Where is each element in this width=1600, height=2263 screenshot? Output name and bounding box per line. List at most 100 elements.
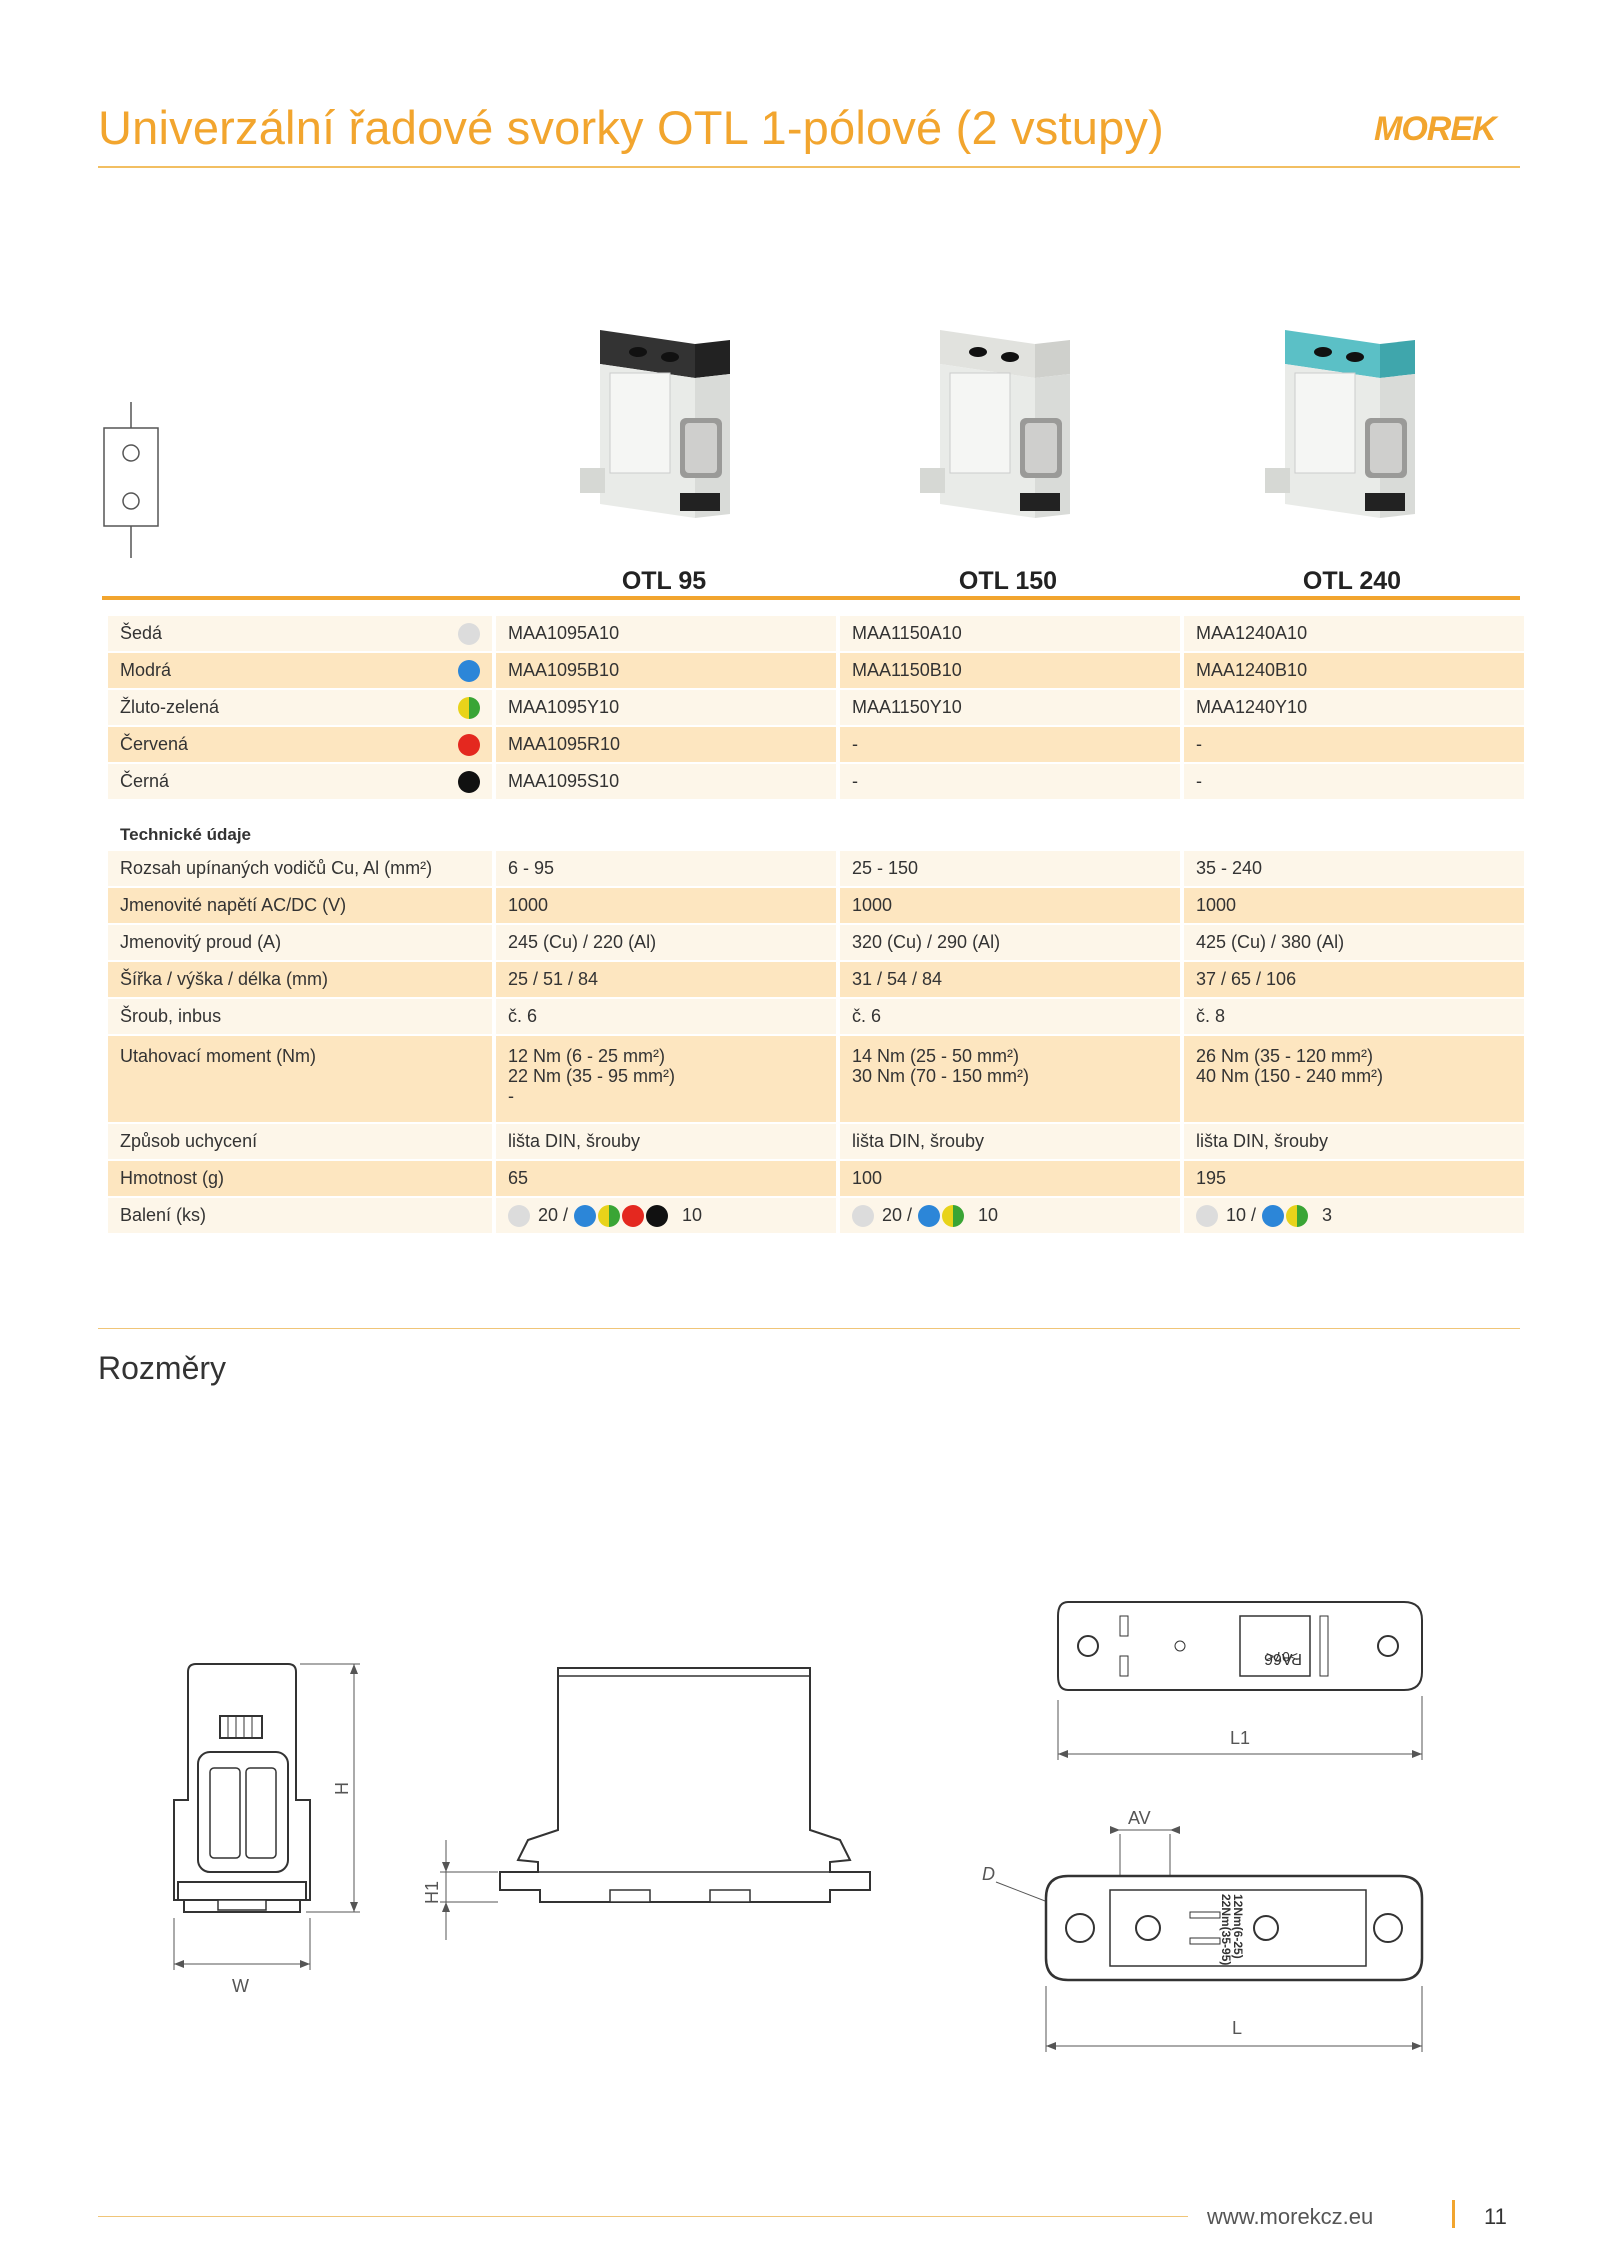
spec-value: 31 / 54 / 84 (840, 962, 1180, 997)
yellow-green-color-dot-icon (458, 696, 480, 719)
spec-value: 35 - 240 (1184, 851, 1524, 886)
table-row: Červená MAA1095R10 - - (108, 727, 1524, 762)
dim-label-h: H (332, 1782, 352, 1795)
column-header-otl240: OTL 240 (1302, 567, 1402, 595)
blue-color-dot-icon (574, 1204, 597, 1227)
row-label: Způsob uchycení (108, 1124, 492, 1159)
plate-text-2: 22Nm(35-95) (1219, 1894, 1233, 1965)
dim-label-l1: L1 (1230, 1728, 1250, 1748)
bottom-view-drawing: AV D 12Nm(6-25) 22Nm(35-95) L (982, 1808, 1424, 2052)
order-code: MAA1150A10 (840, 616, 1180, 651)
terminal-symbol-icon (103, 402, 159, 558)
spec-value: lišta DIN, šrouby (1184, 1124, 1524, 1159)
row-label: Šířka / výška / délka (mm) (108, 962, 492, 997)
order-code: - (840, 764, 1180, 799)
row-label: Balení (ks) (108, 1198, 492, 1233)
spec-value: 425 (Cu) / 380 (Al) (1184, 925, 1524, 960)
recycle-stamp: >07< (1266, 1649, 1298, 1665)
dim-label-h1: H1 (422, 1881, 442, 1904)
row-label: Rozsah upínaných vodičů Cu, Al (mm²) (108, 851, 492, 886)
table-row: Jmenovitý proud (A) 245 (Cu) / 220 (Al) … (108, 925, 1524, 960)
footer-separator (1452, 2200, 1455, 2228)
black-color-dot-icon (458, 770, 480, 793)
plate-text-1: 12Nm(6-25) (1231, 1894, 1245, 1959)
order-code: MAA1095Y10 (496, 690, 836, 725)
dim-label-w: W (232, 1976, 249, 1996)
footer-website-link[interactable]: www.morekcz.eu (1207, 2204, 1374, 2229)
row-label: Šroub, inbus (108, 999, 492, 1034)
product-image-otl95 (580, 330, 730, 518)
dim-label-d: D (982, 1864, 995, 1884)
spec-value: lišta DIN, šrouby (840, 1124, 1180, 1159)
table-row: Způsob uchycení lišta DIN, šrouby lišta … (108, 1124, 1524, 1159)
row-label: Jmenovitý proud (A) (108, 925, 492, 960)
packing-cell: 20 / 10 (840, 1198, 1180, 1233)
spec-value: lišta DIN, šrouby (496, 1124, 836, 1159)
dim-label-l: L (1232, 2018, 1242, 2038)
spec-value: 25 - 150 (840, 851, 1180, 886)
page-title: Univerzální řadové svorky OTL 1-pólové (… (98, 101, 1164, 154)
table-row: Rozsah upínaných vodičů Cu, Al (mm²) 6 -… (108, 851, 1524, 886)
table-row: Šroub, inbus č. 6 č. 6 č. 8 (108, 999, 1524, 1034)
order-code: - (1184, 764, 1524, 799)
spec-value: 195 (1184, 1161, 1524, 1196)
grey-color-dot-icon (1196, 1204, 1218, 1227)
spec-value: 1000 (1184, 888, 1524, 923)
table-row: Hmotnost (g) 65 100 195 (108, 1161, 1524, 1196)
yellow-green-color-dot-icon (598, 1204, 621, 1227)
footer-rule (98, 2216, 1188, 2217)
red-color-dot-icon (622, 1204, 645, 1227)
order-code: MAA1240B10 (1184, 653, 1524, 688)
blue-color-dot-icon (458, 659, 480, 682)
tech-heading: Technické údaje (108, 801, 492, 849)
row-label: Červená (120, 734, 189, 754)
logo-text: MOREK (1374, 110, 1499, 148)
order-code: MAA1095B10 (496, 653, 836, 688)
packing-cell: 20 / 10 (496, 1198, 836, 1233)
table-row: Modrá MAA1095B10 MAA1150B10 MAA1240B10 (108, 653, 1524, 688)
spec-value: 1000 (840, 888, 1180, 923)
spec-value: 320 (Cu) / 290 (Al) (840, 925, 1180, 960)
spec-value: 245 (Cu) / 220 (Al) (496, 925, 836, 960)
spec-value: 25 / 51 / 84 (496, 962, 836, 997)
order-code: MAA1095A10 (496, 616, 836, 651)
spec-value: č. 6 (496, 999, 836, 1034)
table-row: Černá MAA1095S10 - - (108, 764, 1524, 799)
yellow-green-color-dot-icon (1286, 1204, 1309, 1227)
product-image-otl240 (1265, 330, 1415, 518)
spec-value: č. 8 (1184, 999, 1524, 1034)
row-label: Modrá (120, 660, 172, 680)
spec-value: 37 / 65 / 106 (1184, 962, 1524, 997)
header-rule (98, 166, 1520, 168)
morek-logo: MOREK (1374, 110, 1500, 148)
spec-value: 100 (840, 1161, 1180, 1196)
spec-value: 12 Nm (6 - 25 mm²)22 Nm (35 - 95 mm²)- (496, 1036, 836, 1122)
spec-value: 26 Nm (35 - 120 mm²)40 Nm (150 - 240 mm²… (1184, 1036, 1524, 1122)
dim-label-av: AV (1128, 1808, 1151, 1828)
row-label: Černá (120, 771, 170, 791)
packing-cell: 10 / 3 (1184, 1198, 1524, 1233)
table-header-rule (102, 596, 1520, 600)
row-label: Jmenovité napětí AC/DC (V) (108, 888, 492, 923)
material-stamp: PA66 (1264, 1650, 1302, 1667)
red-color-dot-icon (458, 733, 480, 756)
order-code: MAA1150Y10 (840, 690, 1180, 725)
row-label: Žluto-zelená (120, 697, 220, 717)
row-label: Šedá (120, 623, 163, 643)
spec-table: Šedá MAA1095A10 MAA1150A10 MAA1240A10 Mo… (104, 614, 1528, 1235)
order-code: MAA1240A10 (1184, 616, 1524, 651)
side-view-drawing: H1 (422, 1667, 871, 1940)
column-header-otl150: OTL 150 (958, 567, 1058, 595)
grey-color-dot-icon (458, 622, 480, 645)
front-view-drawing: H W (173, 1663, 360, 1996)
spec-value: č. 6 (840, 999, 1180, 1034)
order-code: MAA1240Y10 (1184, 690, 1524, 725)
order-code: - (1184, 727, 1524, 762)
black-color-dot-icon (646, 1204, 669, 1227)
row-label: Utahovací moment (Nm) (108, 1036, 492, 1122)
column-header-otl95: OTL 95 (621, 567, 707, 595)
yellow-green-color-dot-icon (942, 1204, 965, 1227)
spec-value: 1000 (496, 888, 836, 923)
table-row: Šedá MAA1095A10 MAA1150A10 MAA1240A10 (108, 616, 1524, 651)
order-code: MAA1095S10 (496, 764, 836, 799)
